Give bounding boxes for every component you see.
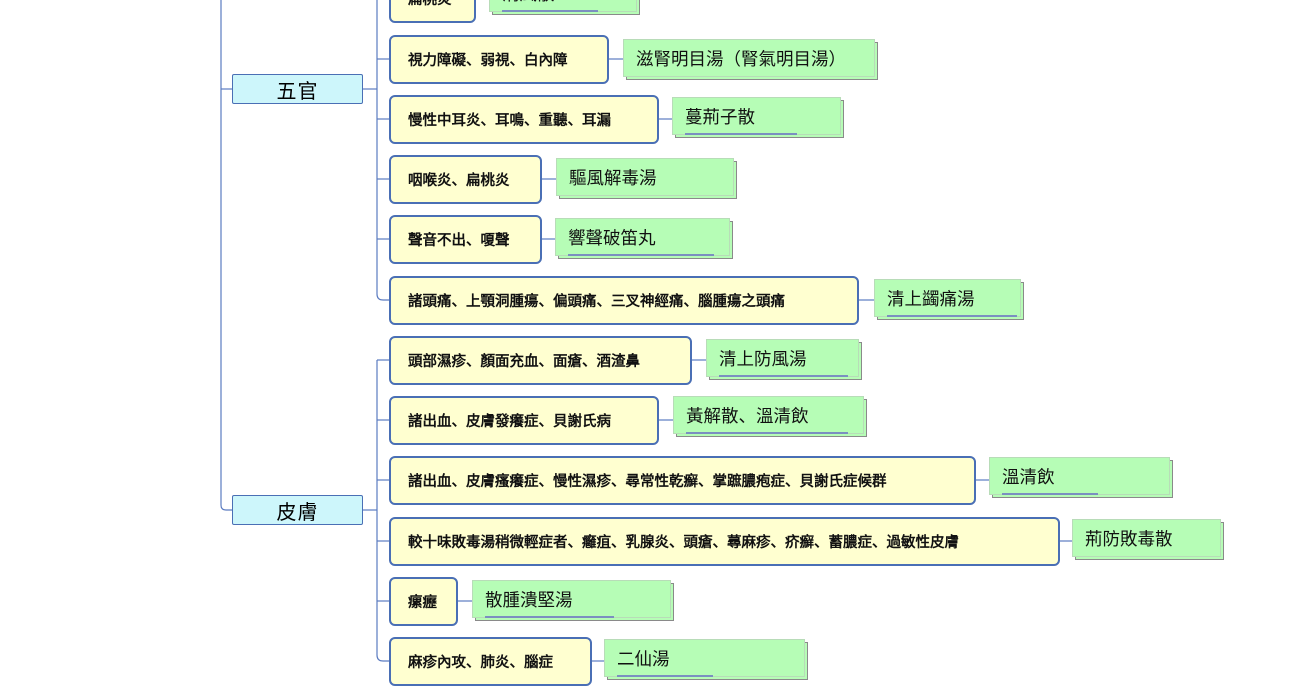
remedy-label: 清上防風湯 (719, 350, 807, 370)
symptom-node[interactable]: 聲音不出、嗄聲 (389, 215, 542, 264)
remedy-underline (568, 254, 714, 256)
remedy-node[interactable]: 黃解散、溫清飲 (673, 396, 864, 434)
symptom-node[interactable]: 諸出血、皮膚發癢症、貝謝氏病 (389, 396, 659, 445)
remedy-underline (686, 432, 848, 434)
remedy-underline (887, 315, 1017, 317)
remedy-label: 二仙湯 (617, 650, 670, 670)
symptom-trunk-line (376, 0, 389, 301)
category-node[interactable]: 皮膚 (232, 495, 363, 525)
remedy-node[interactable]: 滋腎明目湯（腎氣明目湯） (623, 39, 875, 77)
symptom-node[interactable]: 麻疹內攻、肺炎、腦症 (389, 637, 592, 686)
remedy-underline (719, 375, 848, 377)
symptom-trunk-line (376, 360, 389, 662)
remedy-underline (685, 133, 797, 135)
remedy-label: 清上蠲痛湯 (887, 290, 975, 310)
symptom-node[interactable]: 諸出血、皮膚瘙癢症、慢性濕疹、尋常性乾癬、掌蹠膿疱症、貝謝氏症候群 (389, 456, 976, 505)
category-node[interactable]: 五官 (232, 74, 363, 104)
remedy-node[interactable]: 二仙湯 (604, 639, 805, 677)
remedy-node[interactable]: 溫清飲 (989, 457, 1170, 495)
remedy-node[interactable]: 消風散 (489, 0, 637, 12)
remedy-node[interactable]: 響聲破笛丸 (555, 218, 730, 256)
remedy-underline (502, 10, 598, 12)
remedy-node[interactable]: 蔓荊子散 (672, 97, 841, 135)
remedy-underline (1002, 493, 1098, 495)
remedy-node[interactable]: 清上蠲痛湯 (874, 279, 1021, 317)
remedy-label: 消風散 (502, 0, 555, 5)
remedy-node[interactable]: 驅風解毒湯 (556, 158, 734, 196)
symptom-node[interactable]: 慢性中耳炎、耳鳴、重聽、耳漏 (389, 95, 659, 144)
remedy-node[interactable]: 散腫潰堅湯 (472, 580, 671, 618)
symptom-node[interactable]: 扁桃炎 (389, 0, 476, 23)
remedy-label: 滋腎明目湯（腎氣明目湯） (636, 50, 846, 70)
remedy-label: 散腫潰堅湯 (485, 591, 573, 611)
remedy-node[interactable]: 清上防風湯 (706, 339, 859, 377)
remedy-node[interactable]: 荊防敗毒散 (1072, 519, 1221, 557)
root-trunk-line (220, 0, 232, 511)
remedy-label: 荊防敗毒散 (1085, 530, 1173, 550)
remedy-label: 溫清飲 (1002, 468, 1055, 488)
remedy-underline (485, 616, 614, 618)
symptom-node[interactable]: 諸頭痛、上顎洞腫瘍、偏頭痛、三叉神經痛、腦腫瘍之頭痛 (389, 276, 859, 325)
symptom-node[interactable]: 瘰癧 (389, 577, 458, 626)
remedy-underline (617, 675, 713, 677)
symptom-node[interactable]: 咽喉炎、扁桃炎 (389, 155, 542, 204)
remedy-label: 響聲破笛丸 (568, 229, 656, 249)
symptom-node[interactable]: 視力障礙、弱視、白內障 (389, 35, 609, 84)
remedy-label: 黃解散、溫清飲 (686, 407, 809, 427)
remedy-label: 蔓荊子散 (685, 108, 755, 128)
remedy-label: 驅風解毒湯 (569, 169, 657, 189)
symptom-node[interactable]: 頭部濕疹、顏面充血、面瘡、酒渣鼻 (389, 336, 692, 385)
symptom-node[interactable]: 較十味敗毒湯稍微輕症者、癰疽、乳腺炎、頭瘡、蕁麻疹、疥癬、蓄膿症、過敏性皮膚 (389, 517, 1060, 566)
